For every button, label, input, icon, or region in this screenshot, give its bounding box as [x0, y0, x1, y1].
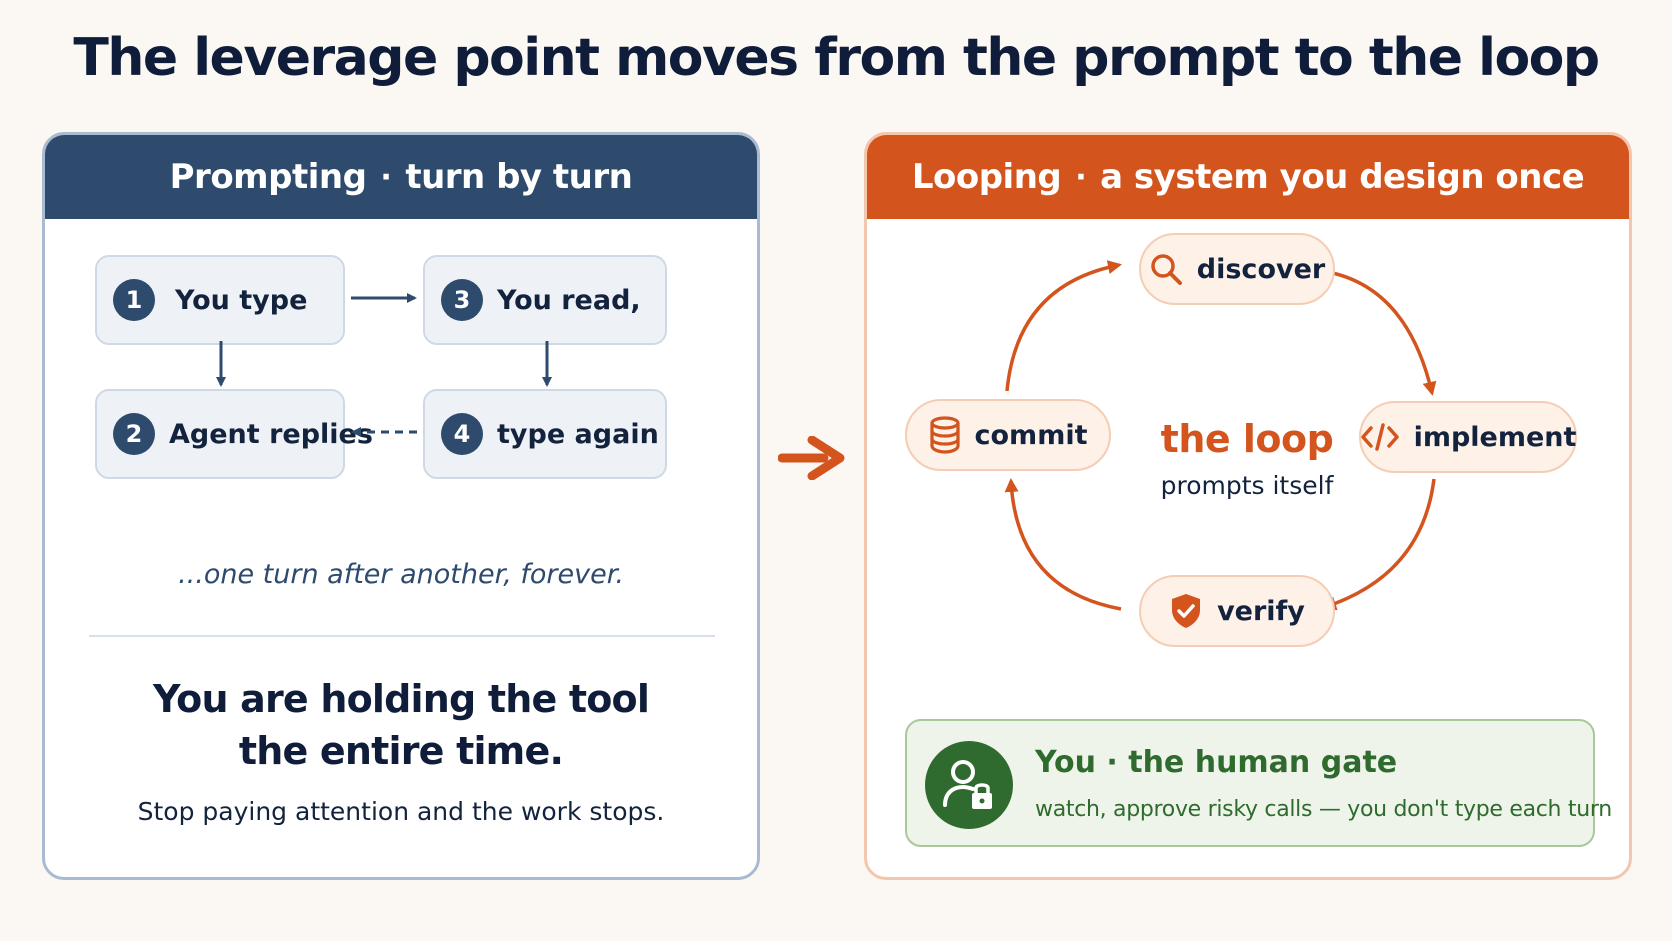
database-icon: [929, 416, 961, 454]
prompting-header-separator: ·: [380, 159, 392, 195]
holding-tool-statement: You are holding the tool the entire time…: [45, 673, 757, 777]
human-gate-title: You · the human gate: [1035, 745, 1398, 780]
arrow-implement-to-verify: [1322, 478, 1436, 611]
step-type-again: 4 type again: [423, 389, 667, 479]
prompting-header-title: Prompting: [169, 157, 367, 197]
step-you-type: 1 You type: [95, 255, 345, 345]
user-lock-icon: [925, 741, 1013, 829]
prompting-tagline: ...one turn after another, forever.: [178, 559, 624, 590]
looping-header-subtitle: a system you design once: [1100, 157, 1585, 197]
step-arrows: [216, 293, 552, 437]
prompting-panel: Prompting · turn by turn 1 You type 2 Ag…: [42, 132, 760, 880]
holding-line-1: You are holding the tool: [152, 677, 650, 721]
human-gate-description: watch, approve risky calls — you don't t…: [1035, 797, 1612, 822]
looping-header-title: Looping: [911, 157, 1062, 197]
node-implement: implement: [1359, 401, 1577, 473]
step-label: You read,: [497, 284, 641, 316]
step-label: type again: [497, 418, 659, 450]
loop-center-subtitle: prompts itself: [1160, 471, 1334, 500]
holding-line-2: the entire time.: [238, 729, 564, 773]
node-commit: commit: [905, 399, 1111, 471]
node-discover-label: discover: [1196, 253, 1326, 285]
node-implement-label: implement: [1413, 421, 1577, 453]
step-number: 1: [113, 279, 155, 321]
stop-statement: Stop paying attention and the work stops…: [137, 797, 665, 826]
step-number: 2: [113, 413, 155, 455]
node-verify: verify: [1139, 575, 1335, 647]
looping-panel: Looping · a system you design once disco…: [864, 132, 1632, 880]
search-icon: [1149, 252, 1183, 286]
prompting-header: Prompting · turn by turn: [45, 135, 757, 219]
node-discover: discover: [1139, 233, 1335, 305]
arrow-verify-to-commit: [1004, 478, 1122, 611]
loop-arrows: [1004, 260, 1437, 611]
node-commit-label: commit: [974, 419, 1088, 451]
step-number: 3: [441, 279, 483, 321]
arrow-commit-to-discover: [1005, 260, 1122, 392]
code-icon: [1360, 422, 1400, 452]
step-label: You type: [175, 284, 308, 316]
prompting-header-subtitle: turn by turn: [405, 157, 633, 197]
step-you-read: 3 You read,: [423, 255, 667, 345]
step-number: 4: [441, 413, 483, 455]
step-agent-replies: 2 Agent replies: [95, 389, 373, 479]
arrow-discover-to-implement: [1322, 269, 1437, 396]
page-title: The leverage point moves from the prompt…: [73, 28, 1600, 88]
human-gate-box: You · the human gate watch, approve risk…: [905, 719, 1612, 847]
looping-header: Looping · a system you design once: [867, 135, 1629, 219]
node-verify-label: verify: [1217, 595, 1305, 627]
divider: [89, 635, 715, 637]
looping-header-separator: ·: [1075, 159, 1087, 195]
arrow-right-icon: [778, 436, 845, 480]
shield-check-icon: [1169, 592, 1203, 630]
loop-center-title: the loop: [1160, 417, 1334, 461]
step-label: Agent replies: [169, 418, 373, 450]
